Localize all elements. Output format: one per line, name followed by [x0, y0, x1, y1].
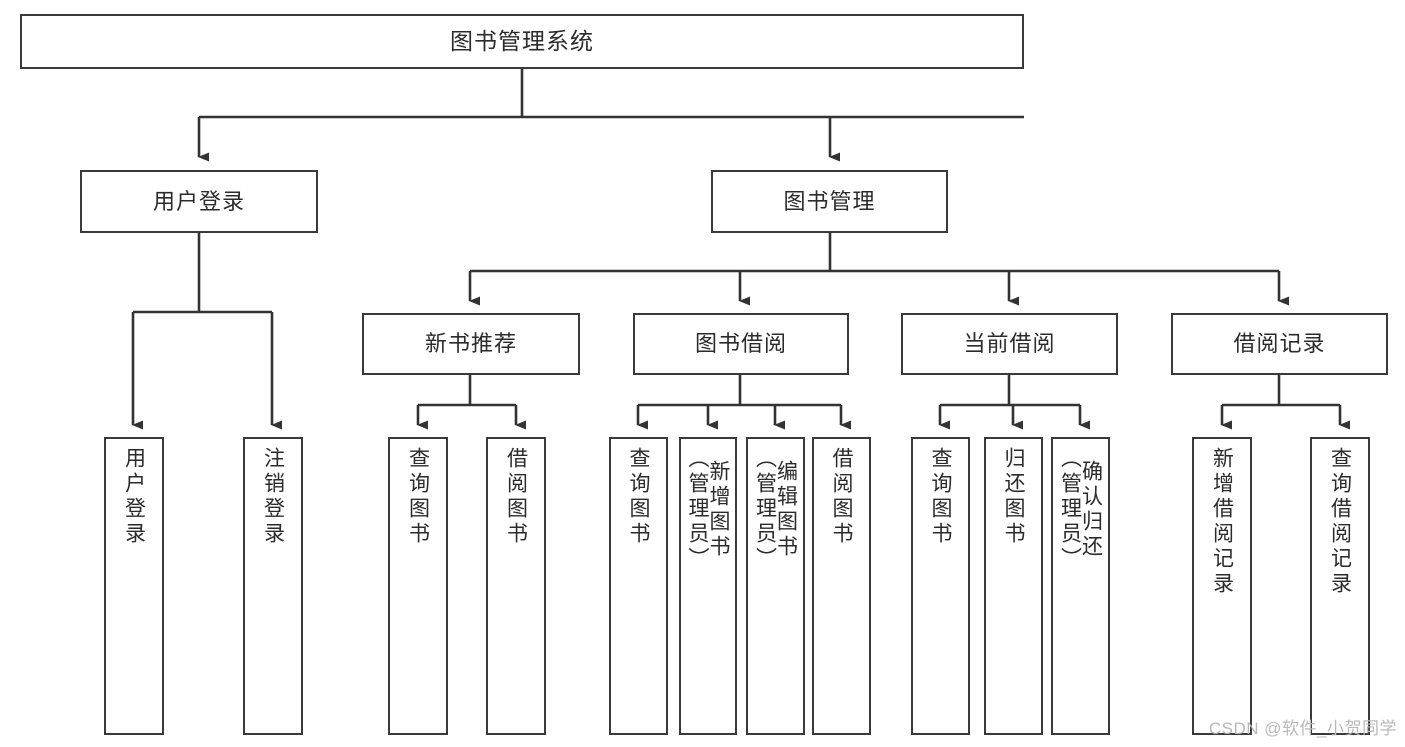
node-current-borrow[interactable]: 当前借阅	[901, 313, 1118, 375]
node-borrow-records[interactable]: 借阅记录	[1171, 313, 1388, 375]
leaf-query-book-newbook[interactable]: 查询图书	[388, 437, 448, 735]
node-book-borrow-label: 图书借阅	[694, 331, 787, 357]
node-new-book-recommend[interactable]: 新书推荐	[362, 313, 580, 375]
leaf-query-book-borrow[interactable]: 查询图书	[609, 437, 668, 735]
leaf-query-book-newbook-label: 查询图书	[406, 447, 430, 547]
leaf-user-login-label: 用户登录	[122, 447, 146, 547]
leaf-query-book-borrow-label: 查询图书	[627, 447, 650, 547]
node-current-borrow-label: 当前借阅	[963, 331, 1056, 357]
node-borrow-records-label: 借阅记录	[1233, 331, 1326, 357]
leaf-query-book-current-label: 查询图书	[929, 447, 952, 547]
leaf-query-book-current[interactable]: 查询图书	[911, 437, 970, 735]
leaf-confirm-return-admin[interactable]: 确认归还 （管理员）	[1051, 437, 1110, 735]
leaf-edit-book-admin-label: 编辑图书 （管理员）	[753, 447, 798, 572]
leaf-borrow-book-label: 借阅图书	[830, 447, 853, 547]
leaf-borrow-book-newbook[interactable]: 借阅图书	[486, 437, 546, 735]
node-book-management-label: 图书管理	[783, 188, 876, 214]
watermark: CSDN @软件_小贺同学	[1208, 719, 1397, 738]
leaf-logout-label: 注销登录	[261, 447, 285, 547]
leaf-logout[interactable]: 注销登录	[243, 437, 303, 735]
node-new-book-recommend-label: 新书推荐	[424, 331, 517, 357]
leaf-add-book-admin[interactable]: 新增图书 （管理员）	[679, 437, 737, 735]
node-root[interactable]: 图书管理系统	[20, 14, 1024, 69]
node-user-login[interactable]: 用户登录	[80, 170, 318, 233]
leaf-return-book[interactable]: 归还图书	[984, 437, 1043, 735]
leaf-borrow-book-newbook-label: 借阅图书	[504, 447, 528, 547]
node-book-borrow[interactable]: 图书借阅	[633, 313, 849, 375]
leaf-add-book-admin-label: 新增图书 （管理员）	[686, 447, 730, 572]
leaf-query-borrow-record-label: 查询借阅记录	[1328, 447, 1352, 597]
node-user-login-label: 用户登录	[152, 188, 245, 214]
leaf-query-borrow-record[interactable]: 查询借阅记录	[1310, 437, 1370, 735]
leaf-borrow-book[interactable]: 借阅图书	[812, 437, 871, 735]
node-root-label: 图书管理系统	[450, 27, 594, 54]
leaf-confirm-return-admin-label: 确认归还 （管理员）	[1058, 447, 1103, 572]
leaf-user-login[interactable]: 用户登录	[104, 437, 164, 735]
leaf-add-borrow-record-label: 新增借阅记录	[1210, 447, 1234, 597]
leaf-return-book-label: 归还图书	[1002, 447, 1025, 547]
leaf-edit-book-admin[interactable]: 编辑图书 （管理员）	[746, 437, 805, 735]
leaf-add-borrow-record[interactable]: 新增借阅记录	[1192, 437, 1252, 735]
node-book-management[interactable]: 图书管理	[711, 170, 948, 233]
